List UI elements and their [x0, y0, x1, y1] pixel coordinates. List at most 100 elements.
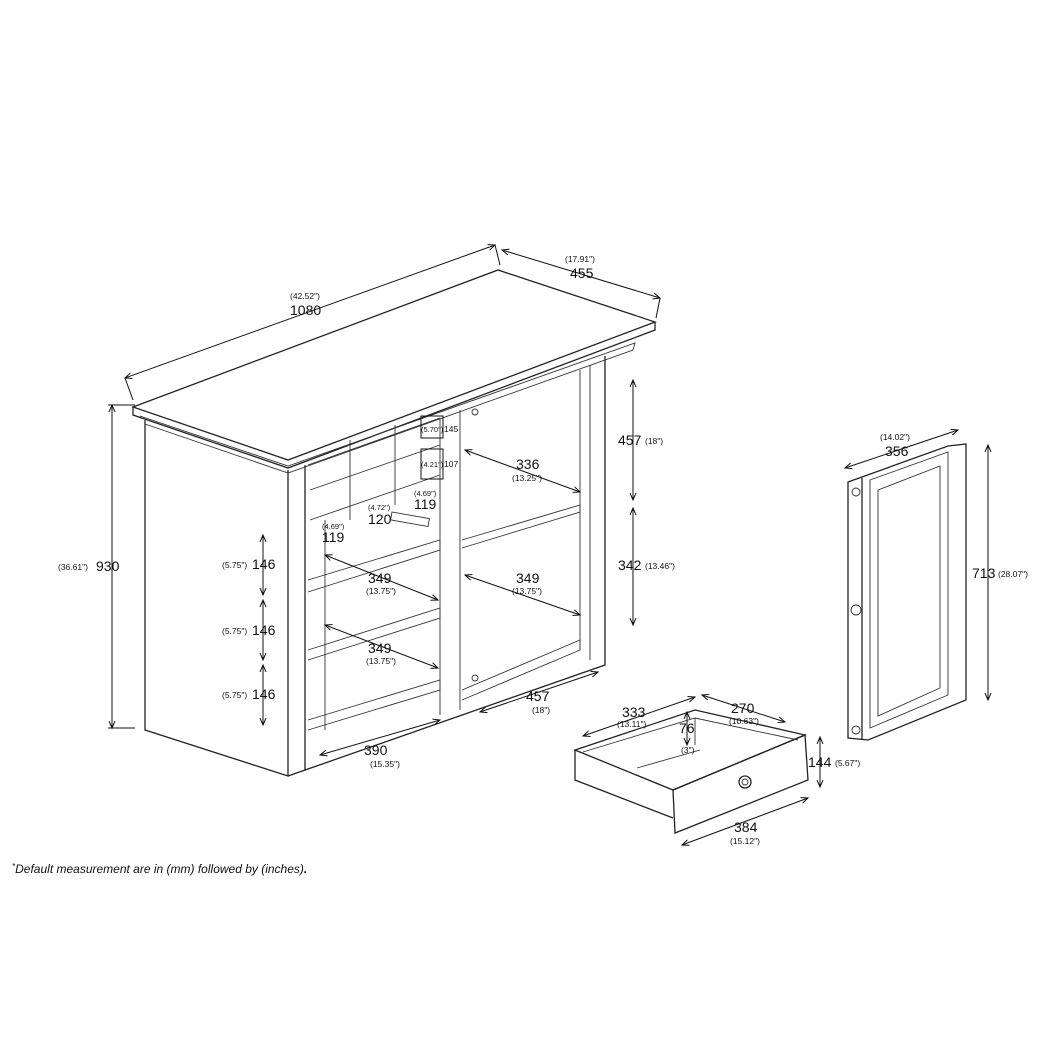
drawing-line [877, 465, 941, 717]
dimension-label: 107 [444, 459, 458, 469]
dimension-label: 930 [96, 558, 120, 574]
drawing-line [309, 474, 441, 521]
dimension-line [583, 697, 695, 736]
drawing-line [132, 322, 656, 469]
dimension-label: 342 [618, 557, 642, 573]
dimension-label: (4.72") [368, 503, 391, 512]
dimension-line [465, 450, 580, 492]
dimension-label: 349 [368, 570, 392, 586]
dimension-label: 384 [734, 819, 758, 835]
dimension-label: 455 [570, 265, 594, 281]
dimension-label: (15.35") [370, 759, 400, 769]
drawing-line [850, 604, 862, 616]
dimension-line [420, 415, 444, 439]
dimension-line [124, 377, 134, 401]
door-dimensions: (14.02") 356 713 (28.07") [845, 430, 1028, 700]
drawing-line [738, 775, 752, 789]
dimension-line [320, 720, 440, 755]
dimension-label: 713 [972, 565, 996, 581]
dimension-label: (13.75") [366, 586, 396, 596]
drawing-line [574, 750, 674, 819]
dimension-line [125, 245, 495, 378]
footnote-mark: * [12, 862, 16, 871]
drawing-line [851, 725, 861, 735]
dimension-label: (3") [681, 745, 695, 755]
drawing-line [471, 408, 479, 416]
dimension-line [480, 672, 598, 712]
dimension-label: 76 [679, 720, 695, 736]
dimension-label: 349 [368, 640, 392, 656]
drawing-line [307, 679, 441, 731]
dimension-label: (13.75") [512, 586, 542, 596]
dimension-label: (4.69") [322, 522, 345, 531]
dimension-label: 1080 [290, 302, 321, 318]
dimension-line [465, 575, 580, 615]
dimension-label: (5.75") [222, 690, 247, 700]
footnote-text: Default measurement are in (mm) followed… [15, 862, 304, 876]
dimension-line [325, 625, 438, 668]
drawing-line [869, 451, 949, 729]
dimension-label: (10.63") [729, 716, 759, 726]
dimension-label: (13.11") [617, 719, 646, 729]
dimension-label: (13.46") [645, 561, 675, 571]
dimension-label: 146 [252, 686, 276, 702]
dimension-label: 146 [252, 556, 276, 572]
drawing-line [636, 749, 701, 769]
dimension-line [494, 244, 501, 266]
dimension-label: (18") [532, 705, 550, 715]
dimension-line [702, 695, 785, 722]
dimension-label: (28.07") [998, 569, 1028, 579]
dimension-label: (5.75") [222, 560, 247, 570]
dimension-label: 336 [516, 456, 540, 472]
cabinet-drawing [131, 269, 657, 777]
drawing-line [139, 342, 636, 474]
dimension-label: 144 [808, 754, 832, 770]
dimension-label: (15.12") [730, 836, 760, 846]
dimension-label: (13.75") [366, 656, 396, 666]
drawing-line [672, 734, 809, 834]
dimension-label: (4.21") [421, 460, 444, 469]
dimension-label: (5.67") [835, 758, 860, 768]
drawing-line [307, 417, 441, 466]
dimension-label: (13.25") [512, 473, 542, 483]
dimension-label: 457 [526, 688, 550, 704]
cabinet-dimensions [108, 245, 660, 755]
dimension-label: (14.02") [880, 432, 910, 442]
dimension-label: (18") [645, 436, 663, 446]
drawing-line [851, 487, 861, 497]
dimension-line [845, 430, 958, 468]
dimension-label: (4.69") [414, 489, 437, 498]
dimension-label: 457 [618, 432, 642, 448]
dimension-label: 120 [368, 511, 392, 527]
dimension-label: 356 [885, 443, 909, 459]
drawing-line [741, 778, 749, 786]
dimension-label: 333 [622, 704, 646, 720]
dimension-label: (42.52") [290, 291, 320, 301]
drawing-line [287, 356, 606, 777]
dimension-label: 119 [322, 529, 345, 545]
dimension-label: (5.75") [222, 626, 247, 636]
footnote: *Default measurement are in (mm) followe… [12, 862, 307, 876]
dimension-label: 390 [364, 742, 388, 758]
cabinet-labels: (42.52") 1080 (17.91") 455 (36.61") 930 … [58, 254, 675, 769]
dimension-line [325, 555, 438, 600]
drawing-line [144, 420, 289, 777]
door-drawing [847, 443, 967, 741]
drawing-line [309, 444, 441, 491]
dimension-label: 349 [516, 570, 540, 586]
dimension-line [502, 250, 660, 298]
dimension-label: 270 [731, 700, 755, 716]
dimension-line [682, 798, 808, 845]
dimension-line [420, 448, 444, 480]
footnote-end: . [303, 862, 308, 876]
dimension-label: 146 [252, 622, 276, 638]
dimension-label: 119 [414, 496, 437, 512]
drawer-dimensions: 333 (13.11") 270 (10.63") 76 (3") 144 (5… [583, 695, 860, 846]
dimension-label: (17.91") [565, 254, 595, 264]
drawing-line [390, 511, 430, 527]
drawing-line [461, 504, 581, 549]
drawing-line [471, 674, 479, 682]
dimension-label: (5.70") [421, 425, 444, 434]
drawing-line [461, 639, 581, 701]
